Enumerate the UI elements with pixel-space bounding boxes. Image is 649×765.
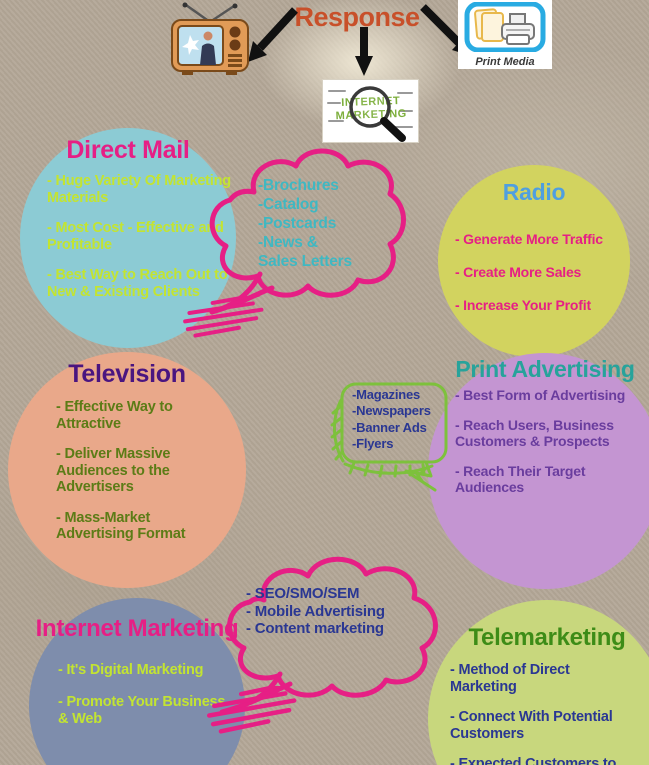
section-title: Print Advertising	[455, 356, 635, 382]
bullet-list: - Best Form of Advertising - Reach Users…	[455, 387, 647, 496]
response-title: Response	[294, 2, 420, 32]
word-cloud-line	[395, 126, 413, 128]
bullet-item: - Create More Sales	[455, 263, 582, 280]
print-tools-list: -Magazines -Newspapers -Banner Ads -Flye…	[352, 387, 431, 452]
bullet-item: - Promote Your Business & Web	[58, 694, 226, 727]
arrow-left-icon	[248, 7, 298, 62]
word-cloud-line	[397, 92, 413, 94]
bullet-item: - Mass-Market Advertising Format	[56, 509, 186, 543]
section-internet-marketing: Internet Marketing - It's Digital Market…	[29, 598, 245, 765]
printer-pages-icon	[464, 1, 546, 53]
bullet-item: - It's Digital Marketing	[58, 661, 204, 678]
bullet-item: - Method of Direct Marketing	[450, 662, 570, 695]
section-title: Telemarketing	[468, 624, 626, 651]
speech-bubble-print-tools-icon	[330, 382, 448, 492]
section-title: Direct Mail	[66, 136, 190, 164]
section-print-advertising: Print Advertising - Best Form of Adverti…	[428, 353, 649, 589]
bullet-list: - Effective Way to Attractive - Deliver …	[56, 399, 228, 543]
bullet-list: - It's Digital Marketing - Promote Your …	[58, 662, 236, 728]
bullet-item: - Connect With Potential Customers	[450, 709, 613, 742]
scribble-icon	[206, 686, 297, 734]
bullet-item: - Expected Customers to	[450, 756, 617, 765]
section-direct-mail: Direct Mail - Huge Variety Of Marketing …	[20, 128, 236, 348]
scribble-icon	[183, 296, 264, 338]
bullet-item: - Best Way to Reach Out to New & Existin…	[47, 267, 228, 300]
bullet-item: - Reach Their Target Audiences	[455, 463, 586, 495]
word-cloud-line	[327, 102, 341, 104]
bullet-list: - Method of Direct Marketing - Connect W…	[450, 662, 630, 765]
magnifier-icon	[349, 86, 406, 142]
section-title: Internet Marketing	[35, 615, 239, 642]
print-media-label: Print Media	[475, 56, 535, 68]
section-telemarketing: Telemarketing - Method of Direct Marketi…	[428, 600, 649, 765]
internet-tools-list: - SEO/SMO/SEM - Mobile Advertising - Con…	[246, 585, 385, 638]
section-radio: Radio - Generate More Traffic - Create M…	[438, 165, 630, 357]
internet-marketing-image: INTERNET MARKETING	[322, 79, 419, 143]
bullet-item: - Deliver Massive Audiences to the Adver…	[56, 446, 171, 496]
bullet-item: - Effective Way to Attractive	[56, 399, 173, 432]
bullet-item: - Huge Variety Of Marketing Materials	[47, 173, 231, 206]
word-cloud-line	[328, 120, 344, 122]
television-icon	[171, 2, 249, 75]
word-cloud-line	[399, 110, 413, 112]
bullet-item: - Best Form of Advertising	[455, 387, 626, 404]
bullet-item: - Generate More Traffic	[455, 231, 603, 247]
speech-bubble-direct-mail-tools-icon	[209, 148, 406, 315]
bullet-item: - Increase Your Profit	[455, 296, 591, 313]
print-media-icon: Print Media	[458, 0, 552, 69]
direct-mail-tools-list: -Brochures -Catalog -Postcards -News & S…	[258, 177, 352, 270]
section-title: Radio	[502, 179, 566, 205]
section-title: Television	[68, 360, 186, 388]
bullet-list: - Generate More Traffic - Create More Sa…	[455, 231, 630, 314]
arrow-down-icon	[355, 27, 373, 76]
bullet-item: - Most Cost - Effective and Profitable	[47, 220, 224, 253]
bullet-list: - Huge Variety Of Marketing Materials - …	[47, 173, 233, 300]
section-television: Television - Effective Way to Attractive…	[8, 352, 246, 588]
word-cloud-line	[328, 90, 346, 92]
bullet-item: - Reach Users, Business Customers & Pros…	[455, 417, 614, 450]
